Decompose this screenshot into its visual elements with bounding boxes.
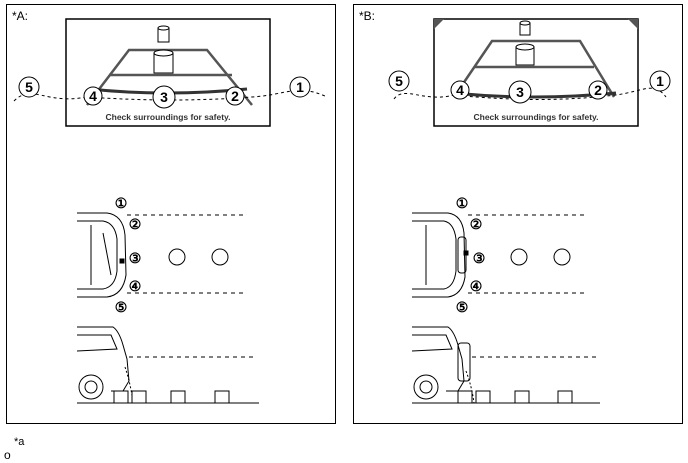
top-callout-5: ⑤ [456, 299, 469, 315]
footnote-superscript: *a [14, 436, 25, 448]
panel-a: *A: 5 4 3 2 1 Check surrou [6, 4, 336, 424]
screen-callout-4: 4 [89, 88, 97, 104]
panel-label: *B: [359, 9, 376, 23]
sensor-range-line [393, 87, 667, 100]
top-callout-5: ⑤ [115, 299, 128, 315]
vehicle-side-view [76, 326, 259, 404]
screen-callout-2: 2 [594, 82, 602, 98]
ground-blocks [457, 390, 573, 404]
screen-corner-mark [628, 19, 638, 29]
diagram-b: 5 4 3 2 1 Check surroundings for safety.… [388, 18, 671, 404]
screen-callout-markers [388, 70, 671, 104]
screen-callout-5: 5 [395, 73, 403, 89]
screen-corner-mark [434, 19, 444, 29]
sensor-beam-side [465, 370, 475, 404]
top-callout-4: ④ [129, 278, 142, 294]
panel-label: *A: [12, 9, 29, 23]
screen-callout-markers [18, 76, 311, 109]
camera-screen [433, 18, 639, 127]
screen-callout-5: 5 [25, 79, 33, 95]
screen-callout-1: 1 [656, 73, 664, 89]
screen-caption: Check surroundings for safety. [473, 112, 598, 122]
camera-screen [65, 18, 271, 127]
screen-callout-4: 4 [456, 82, 464, 98]
top-callout-2: ② [129, 216, 142, 232]
top-callout-4: ④ [470, 278, 483, 294]
vehicle-top-view [77, 212, 127, 298]
top-callout-1: ① [115, 195, 128, 211]
ground-blocks [113, 390, 230, 404]
top-callout-1: ① [456, 195, 469, 211]
screen-callout-3: 3 [516, 84, 524, 100]
screen-caption: Check surroundings for safety. [105, 112, 230, 122]
obstacle-circles [168, 248, 229, 266]
pole-object [153, 25, 174, 74]
obstacle-circles [510, 248, 571, 266]
screen-callout-1: 1 [296, 79, 304, 95]
panel-b: *B: 5 4 3 2 1 Check surroundings for saf… [353, 4, 683, 424]
top-callout-3: ③ [473, 250, 486, 266]
top-callout-2: ② [470, 216, 483, 232]
screen-callout-2: 2 [231, 88, 239, 104]
sensor-range-line [13, 89, 328, 102]
pole-object [515, 20, 535, 66]
guide-lines [452, 39, 616, 98]
diagram-a: 5 4 3 2 1 Check surroundings for safety.… [13, 18, 328, 404]
top-callout-3: ③ [129, 250, 142, 266]
footnote-mark: o [4, 448, 11, 462]
vehicle-top-view [412, 212, 469, 298]
range-dashes-top [468, 214, 588, 294]
screen-callout-3: 3 [160, 89, 168, 105]
range-dashes-top [127, 214, 247, 294]
